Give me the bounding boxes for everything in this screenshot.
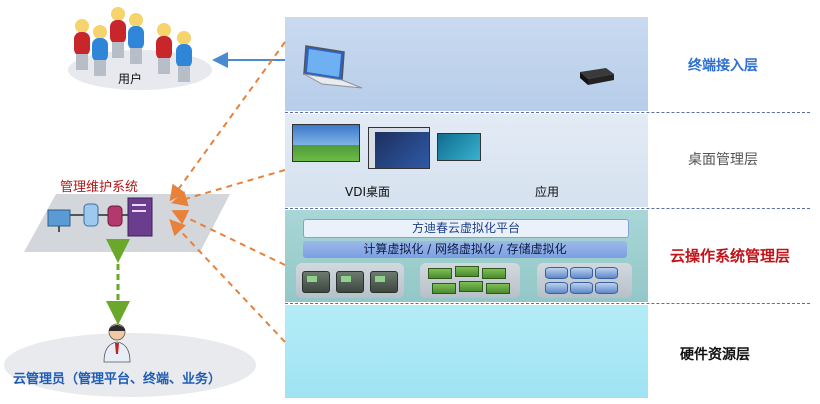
layer-separator bbox=[285, 303, 810, 304]
memory-module-icon bbox=[455, 266, 479, 277]
cloud-os-layer-label: 云操作系统管理层 bbox=[670, 247, 791, 265]
hardware-layer-label: 硬件资源层 bbox=[680, 347, 750, 363]
disk-icon bbox=[545, 267, 568, 279]
terminal-layer-label: 终端接入层 bbox=[688, 58, 758, 74]
memory-module-icon bbox=[428, 268, 452, 279]
cpu-chip-icon bbox=[302, 271, 330, 293]
vdi-desktop-screenshot bbox=[292, 124, 360, 162]
layer-separator bbox=[285, 208, 810, 209]
apps-caption: 应用 bbox=[535, 185, 560, 199]
thin-client-icon bbox=[580, 68, 614, 85]
admin-ellipse bbox=[4, 333, 256, 397]
mgmt-arrow-desktop bbox=[171, 169, 286, 207]
mgmt-arrow-terminal bbox=[169, 41, 286, 202]
management-system-icon bbox=[24, 194, 230, 252]
disk-icon bbox=[570, 267, 593, 279]
memory-module-icon bbox=[482, 268, 506, 279]
disk-icon bbox=[595, 267, 618, 279]
desktop-layer-label: 桌面管理层 bbox=[688, 152, 758, 168]
management-system-title: 管理维护系统 bbox=[60, 180, 139, 195]
mgmt-arrow-cloud bbox=[171, 210, 286, 266]
layer-separator bbox=[285, 112, 810, 113]
memory-module-icon bbox=[459, 281, 483, 292]
vdi-caption: VDI桌面 bbox=[345, 185, 390, 199]
cpu-chip-icon bbox=[370, 271, 398, 293]
users-label: 用户 bbox=[118, 72, 143, 86]
hardware-resource-band bbox=[285, 305, 648, 398]
disk-icon bbox=[570, 282, 593, 294]
disk-icon bbox=[545, 282, 568, 294]
administrator-person-icon bbox=[103, 323, 131, 363]
disk-icon bbox=[595, 282, 618, 294]
laptop-icon bbox=[303, 45, 363, 89]
mgmt-arrow-hardware bbox=[169, 219, 286, 343]
app-window-screenshot bbox=[368, 127, 430, 169]
cloud-admin-label: 云管理员（管理平台、终端、业务） bbox=[13, 372, 222, 387]
memory-module-icon bbox=[432, 283, 456, 294]
memory-module-icon bbox=[486, 283, 510, 294]
virtualization-types-bar: 计算虚拟化 / 网络虚拟化 / 存储虚拟化 bbox=[303, 241, 627, 258]
app-screenshot-small bbox=[437, 133, 481, 161]
users-group-icon bbox=[68, 7, 212, 90]
terminal-access-band bbox=[285, 17, 648, 111]
virtualization-platform-bar: 方迪春云虚拟化平台 bbox=[303, 219, 629, 238]
cpu-chip-icon bbox=[336, 271, 364, 293]
